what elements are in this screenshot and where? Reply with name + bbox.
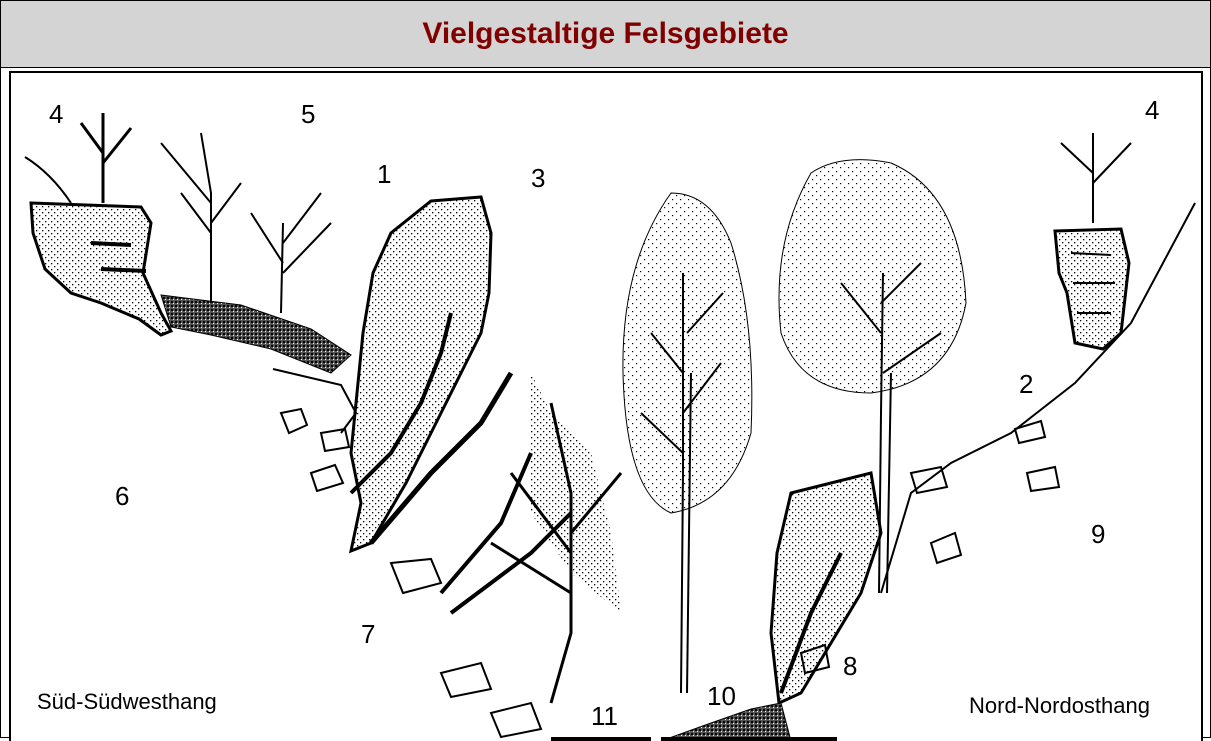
slope-label-right: Nord-Nordosthang	[969, 695, 1150, 717]
left-tall-rock	[351, 197, 511, 551]
label-9: 9	[1091, 521, 1105, 547]
label-11: 11	[591, 703, 618, 729]
label-8: 8	[843, 653, 857, 679]
right-rock-tower	[1055, 133, 1131, 349]
illustration-panel: 4 5 1 3 4 2 6 7 8 9 10 11 Süd-Südwesthan…	[9, 71, 1203, 741]
central-tree	[623, 193, 752, 693]
scree-band-left	[161, 295, 351, 373]
slope-label-left: Süd-Südwesthang	[37, 691, 217, 713]
label-10: 10	[707, 683, 736, 709]
title-bar: Vielgestaltige Felsgebiete	[1, 1, 1210, 68]
left-rock-ledge	[25, 157, 171, 335]
label-4-right: 4	[1145, 97, 1159, 123]
central-left-trees	[441, 373, 621, 703]
figure-title: Vielgestaltige Felsgebiete	[422, 17, 788, 51]
label-2: 2	[1019, 371, 1033, 397]
label-6: 6	[115, 483, 129, 509]
label-5: 5	[301, 101, 315, 127]
label-3: 3	[531, 165, 545, 191]
rock-valley-illustration	[11, 73, 1201, 741]
label-7: 7	[361, 621, 375, 647]
label-4-left: 4	[49, 101, 63, 127]
label-1: 1	[377, 161, 391, 187]
